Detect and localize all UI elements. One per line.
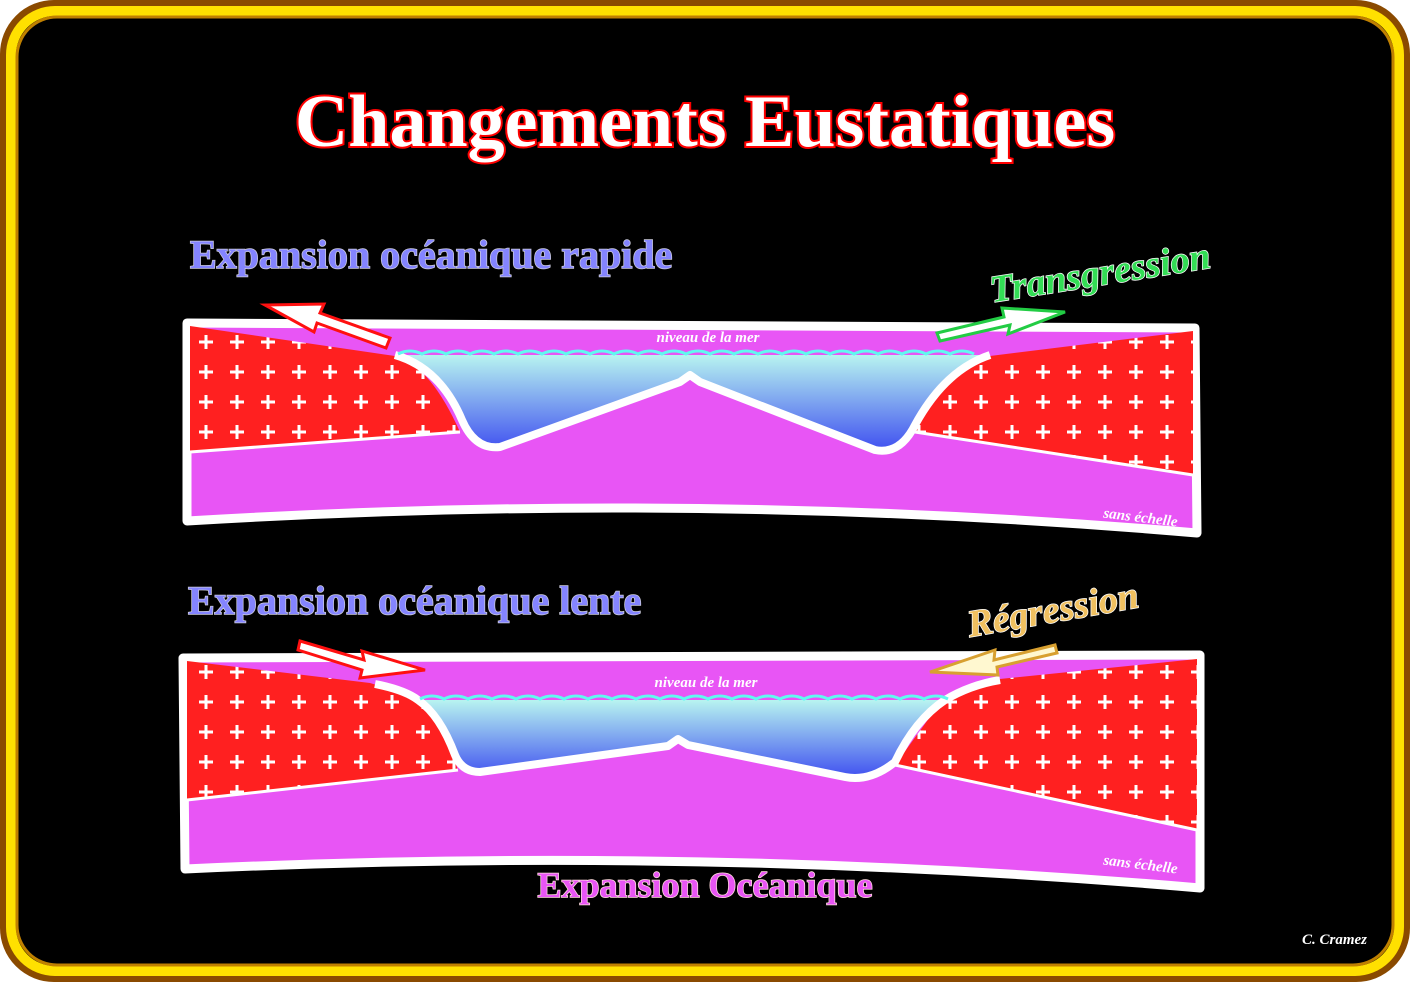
panel-slow: Expansion océanique lente niveau de la m… [178, 574, 1205, 893]
arrow-left-inward-icon [296, 639, 426, 680]
footer-label: Expansion Océanique [537, 865, 872, 905]
continental-crust-left [187, 661, 458, 800]
seafloor [393, 351, 992, 455]
seafloor [374, 676, 1001, 782]
arrow-regression-icon [929, 643, 1059, 677]
ocean [395, 355, 990, 451]
sea-level-label: niveau de la mer [655, 675, 758, 691]
page-title: Changements Eustatiques [295, 81, 1115, 163]
panel-heading: Expansion océanique rapide [190, 232, 672, 277]
arrow-left-outward-icon [259, 302, 392, 350]
sea-level-label: niveau de la mer [657, 330, 760, 346]
continental-crust-left [190, 326, 460, 452]
continental-crust-right [915, 331, 1193, 475]
continental-crust-right [895, 659, 1197, 830]
credit: C. Cramez [1302, 932, 1367, 948]
panel-heading: Expansion océanique lente [188, 578, 641, 623]
panel-rapid: Expansion océanique rapide niveau de la … [182, 231, 1214, 538]
sea-level-waves [419, 694, 949, 701]
sea-level-waves [397, 349, 975, 356]
arrow-transgression-icon [934, 306, 1066, 343]
